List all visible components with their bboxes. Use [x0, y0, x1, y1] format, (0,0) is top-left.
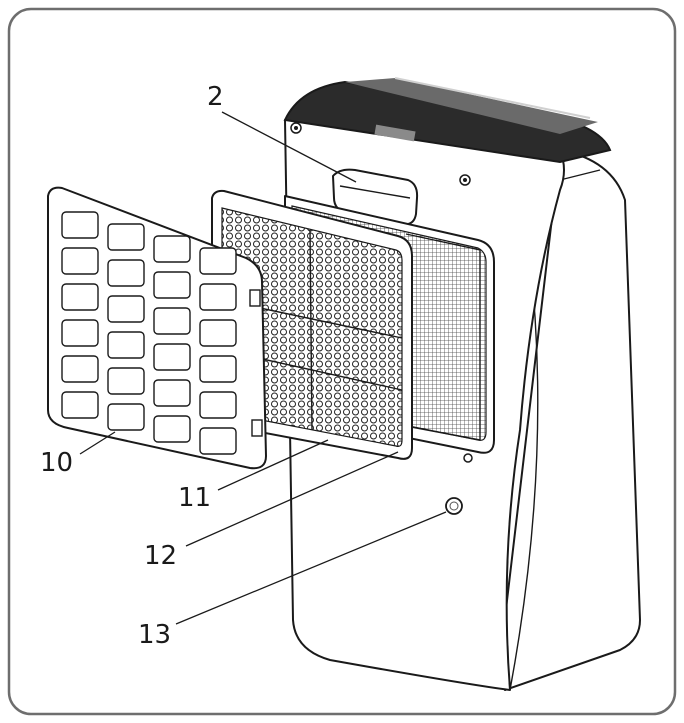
grille-opening	[107, 403, 145, 431]
grille-opening	[153, 307, 191, 335]
grille-opening	[61, 355, 99, 383]
leader-10	[79, 431, 116, 455]
grille-opening	[107, 223, 145, 251]
grille-opening	[153, 379, 191, 407]
front-grille	[47, 186, 267, 470]
leader-12	[185, 451, 399, 547]
leader-13	[175, 511, 447, 625]
grille-opening	[153, 343, 191, 371]
grille-opening	[61, 211, 99, 239]
grille-opening	[61, 247, 99, 275]
grille-opening	[199, 319, 237, 347]
grille-opening	[199, 247, 237, 275]
leader-11	[217, 439, 329, 491]
grille-opening	[199, 391, 237, 419]
grille-opening	[153, 271, 191, 299]
grille-opening	[61, 391, 99, 419]
callout-13: 13	[138, 620, 172, 650]
grille-opening	[107, 367, 145, 395]
grille-opening	[153, 235, 191, 263]
grille-cells	[61, 211, 237, 455]
grille-opening	[199, 283, 237, 311]
callout-11: 11	[178, 483, 212, 513]
grille-opening	[199, 355, 237, 383]
grille-opening	[107, 295, 145, 323]
leader-2	[221, 111, 357, 183]
grille-opening	[199, 427, 237, 455]
leader-lines	[79, 111, 447, 625]
grille-opening	[153, 415, 191, 443]
callout-12: 12	[144, 541, 178, 571]
grille-opening	[107, 259, 145, 287]
grille-opening	[61, 283, 99, 311]
figure-frame	[7, 7, 677, 716]
grille-opening	[61, 319, 99, 347]
grille-opening	[107, 331, 145, 359]
callout-2: 2	[207, 82, 224, 112]
callout-10: 10	[40, 448, 74, 478]
